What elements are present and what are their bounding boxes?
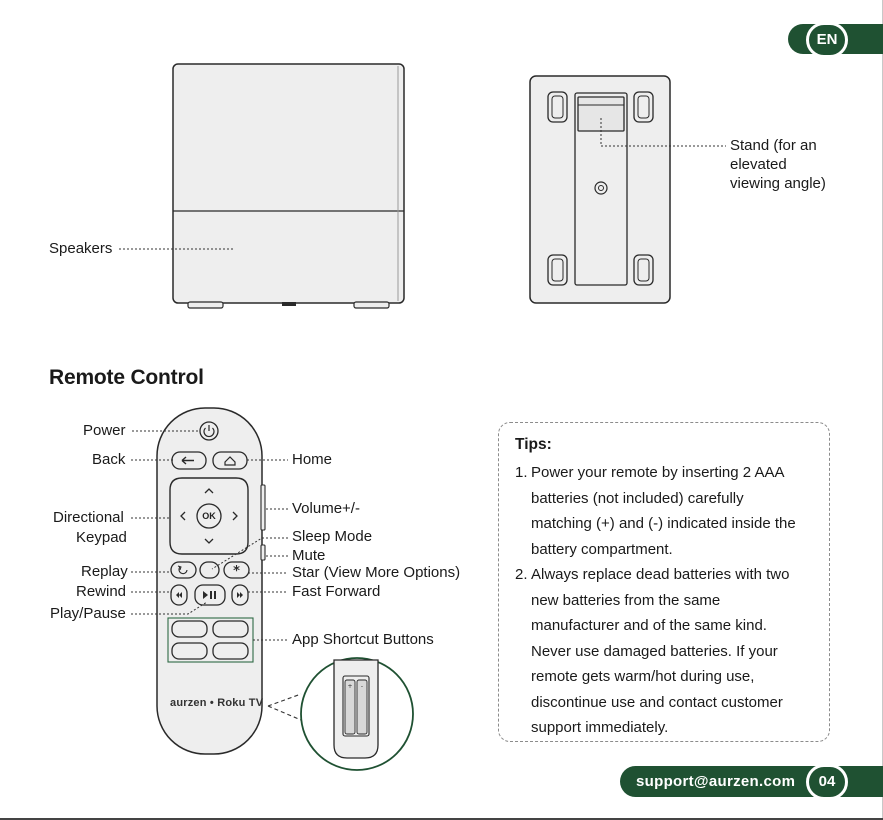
language-badge: EN	[806, 22, 848, 58]
tips-title: Tips:	[515, 436, 552, 453]
tip-line: battery compartment.	[531, 540, 673, 558]
tip-line: new batteries from the same	[531, 591, 721, 609]
sleep-mode-label: Sleep Mode	[292, 528, 373, 545]
back-label: Back	[92, 451, 126, 468]
page-bottom-rule	[0, 818, 883, 820]
directional-label-line1: Directional	[53, 509, 124, 526]
tip-line: Never use damaged batteries. If your	[531, 642, 778, 660]
mute-label: Mute	[292, 547, 326, 564]
page-number-badge: 04	[806, 764, 848, 800]
remote-leader-lines	[131, 430, 288, 641]
tip-line: remote gets warm/hot during use,	[531, 668, 755, 685]
ok-key-label: OK	[202, 511, 216, 521]
tip-line: batteries (not included) carefully	[531, 489, 744, 507]
svg-text:-: -	[361, 683, 363, 690]
power-label: Power	[83, 422, 126, 439]
tip-line: Power your remote by inserting 2 AAA	[531, 464, 785, 481]
tip-item: 2. Always replace dead batteries with tw…	[515, 562, 813, 741]
replay-label: Replay	[81, 563, 128, 580]
tip-line: discontinue use and contact customer	[531, 693, 783, 711]
app-shortcut-label: App Shortcut Buttons	[292, 631, 434, 648]
tip-number: 1.	[515, 464, 528, 481]
section-title: Remote Control	[49, 366, 204, 389]
tip-line: manufacturer and of the same kind.	[531, 617, 767, 634]
battery-compartment-inset: + -	[267, 657, 414, 771]
stand-label-line2: elevated	[730, 156, 787, 173]
tip-line: support immediately.	[531, 719, 669, 736]
tips-list: 1. Power your remote by inserting 2 AAA …	[515, 460, 813, 741]
star-label: Star (View More Options)	[292, 564, 461, 581]
svg-text:*: *	[233, 564, 240, 579]
stand-leader-line	[600, 118, 726, 147]
play-pause-label: Play/Pause	[50, 605, 126, 622]
svg-text:+: +	[347, 683, 352, 690]
support-email[interactable]: support@aurzen.com	[636, 773, 796, 790]
remote-illustration: *	[156, 407, 266, 755]
speakers-label: Speakers	[49, 240, 113, 257]
tip-line: matching (+) and (-) indicated inside th…	[531, 515, 796, 532]
rewind-label: Rewind	[76, 583, 127, 600]
directional-label-line2: Keypad	[76, 529, 127, 546]
stand-label-line1: Stand (for an	[730, 137, 817, 154]
remote-brand-logo: aurzen • Roku TV	[170, 697, 264, 709]
fast-forward-label: Fast Forward	[292, 583, 381, 600]
volume-label: Volume+/-	[292, 500, 360, 517]
stand-label-line3: viewing angle)	[730, 175, 826, 192]
tip-number: 2.	[515, 566, 528, 583]
tip-line: Always replace dead batteries with two	[531, 566, 790, 583]
tips-box: Tips: 1. Power your remote by inserting …	[498, 422, 830, 742]
home-label: Home	[292, 451, 333, 468]
projector-bottom-illustration	[529, 75, 671, 304]
tip-item: 1. Power your remote by inserting 2 AAA …	[515, 460, 813, 562]
projector-front-illustration	[172, 63, 405, 309]
